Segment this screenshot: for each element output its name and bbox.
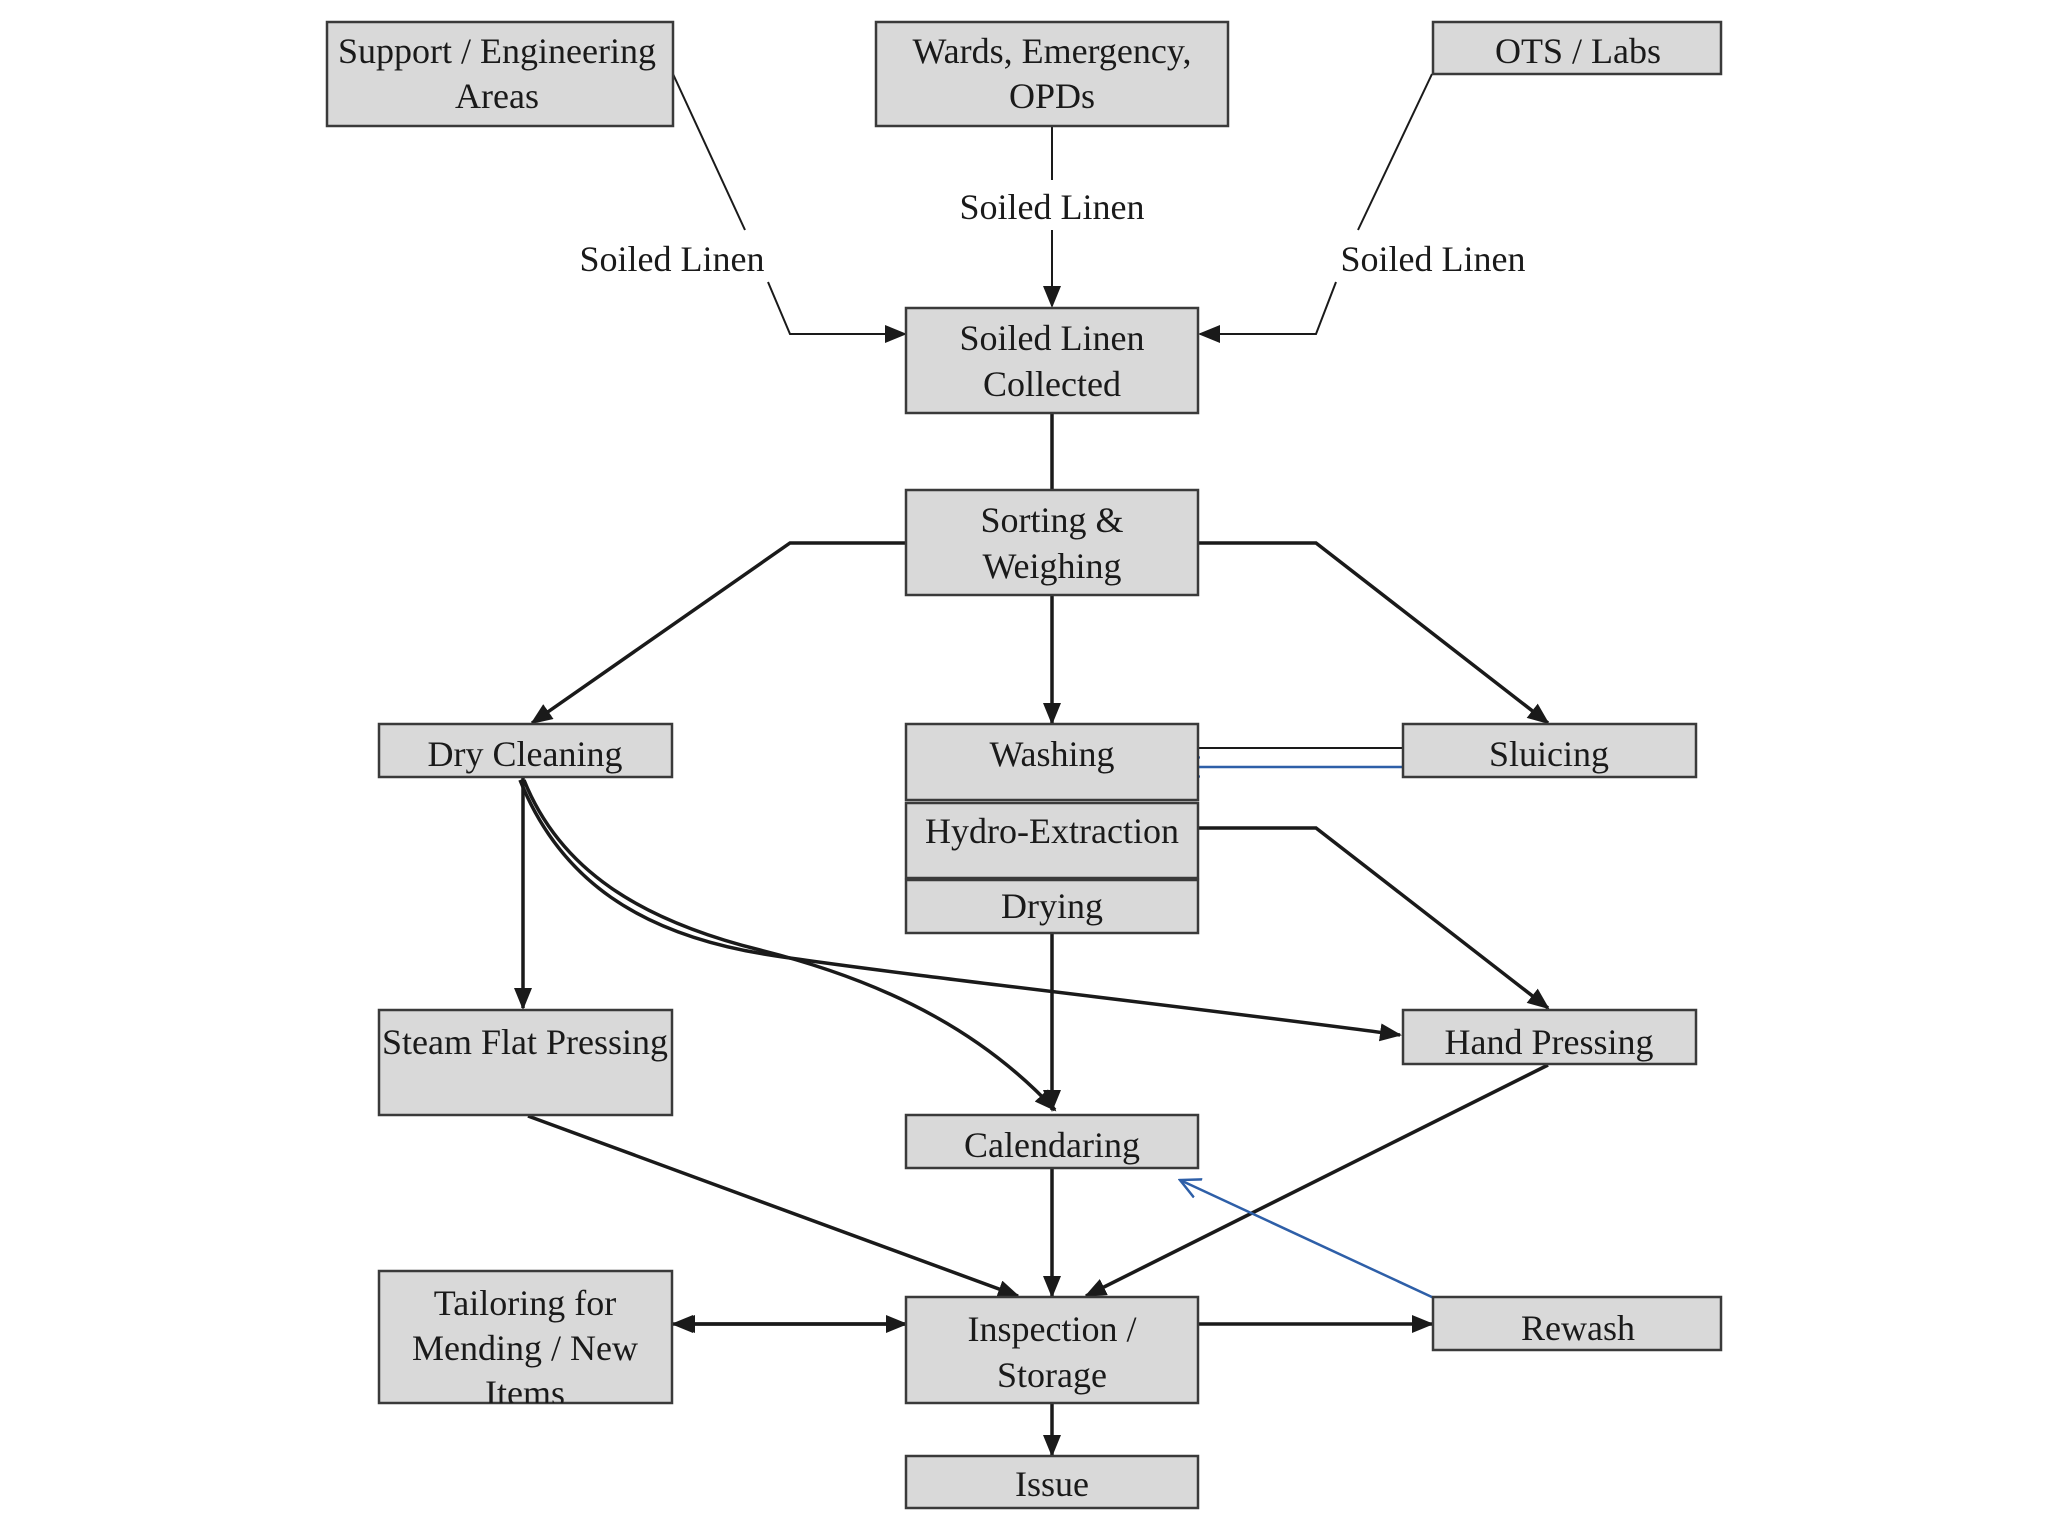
node-sluicing-line-1: Sluicing [1489, 734, 1609, 774]
node-drying: Drying [904, 878, 1200, 935]
node-rewash-line-1: Rewash [1521, 1308, 1635, 1348]
node-steam-flat: Steam Flat Pressing [377, 1008, 674, 1117]
node-tailoring-line-3: Items [485, 1373, 565, 1413]
edge-hydro-to-hand-pressing [1198, 826, 1550, 1010]
arrowhead-to-tailoring [673, 1315, 695, 1333]
edge-ots-to-collected-2 [1198, 281, 1337, 343]
edge-ots-to-collected-1 [1357, 73, 1433, 231]
edge-rewash-to-calendaring [1180, 1180, 1435, 1300]
node-dry-cleaning-line-1: Dry Cleaning [428, 734, 623, 774]
node-inspection-line-1: Inspection / [968, 1309, 1137, 1349]
node-sorting-line-1: Sorting & [980, 500, 1123, 540]
node-wards: Wards, Emergency, OPDs [874, 20, 1230, 128]
node-tailoring-line-1: Tailoring for [434, 1283, 616, 1323]
node-calendaring: Calendaring [904, 1113, 1200, 1170]
edge-dry-cleaning-to-hand-pressing [518, 779, 1402, 1042]
node-support-line-1: Support / Engineering [338, 31, 656, 71]
edge-steam-flat-to-inspection [527, 1114, 1020, 1298]
node-steam-flat-line-1: Steam Flat Pressing [382, 1022, 668, 1062]
edge-sorting-to-dry-cleaning [530, 541, 906, 725]
node-issue: Issue [904, 1454, 1200, 1510]
node-sluicing: Sluicing [1401, 722, 1698, 779]
node-tailoring-line-2: Mending / New [412, 1328, 638, 1368]
node-washing-line-1: Washing [989, 734, 1114, 774]
edge-label-left: Soiled Linen [580, 239, 765, 279]
edge-hand-pressing-to-inspection [1084, 1063, 1549, 1298]
node-hand-pressing-line-1: Hand Pressing [1445, 1022, 1654, 1062]
node-sorting-line-2: Weighing [982, 546, 1121, 586]
node-washing: Washing [904, 722, 1200, 802]
edge-sorting-to-sluicing [1198, 541, 1550, 725]
node-sorting: Sorting & Weighing [904, 488, 1200, 597]
node-inspection-line-2: Storage [997, 1355, 1107, 1395]
node-hydro-line-1: Hydro-Extraction [925, 811, 1179, 851]
node-tailoring: Tailoring for Mending / New Items [377, 1269, 674, 1413]
edge-label-right: Soiled Linen [1341, 239, 1526, 279]
node-drying-line-1: Drying [1001, 886, 1103, 926]
node-support-line-2: Areas [455, 76, 539, 116]
edge-label-center: Soiled Linen [960, 187, 1145, 227]
edge-labels: Soiled Linen Soiled Linen Soiled Linen [576, 182, 1528, 280]
node-inspection: Inspection / Storage [904, 1295, 1200, 1405]
node-support: Support / Engineering Areas [325, 20, 675, 128]
node-ots-line-1: OTS / Labs [1495, 31, 1661, 71]
node-wards-line-2: OPDs [1009, 76, 1095, 116]
edge-support-to-collected [672, 73, 746, 231]
node-hydro: Hydro-Extraction [904, 801, 1200, 880]
edge-dry-cleaning-to-calendaring [522, 779, 1057, 1112]
node-dry-cleaning: Dry Cleaning [377, 722, 674, 779]
node-rewash: Rewash [1431, 1295, 1723, 1352]
node-issue-line-1: Issue [1015, 1464, 1089, 1504]
node-wards-line-1: Wards, Emergency, [913, 31, 1192, 71]
node-ots: OTS / Labs [1431, 20, 1723, 76]
edge-support-to-collected-2 [767, 281, 907, 343]
node-hand-pressing: Hand Pressing [1401, 1008, 1698, 1066]
node-collected-line-1: Soiled Linen [960, 318, 1145, 358]
node-collected-line-2: Collected [983, 364, 1121, 404]
edges [514, 73, 1550, 1457]
node-collected: Soiled Linen Collected [904, 306, 1200, 415]
node-calendaring-line-1: Calendaring [964, 1125, 1140, 1165]
